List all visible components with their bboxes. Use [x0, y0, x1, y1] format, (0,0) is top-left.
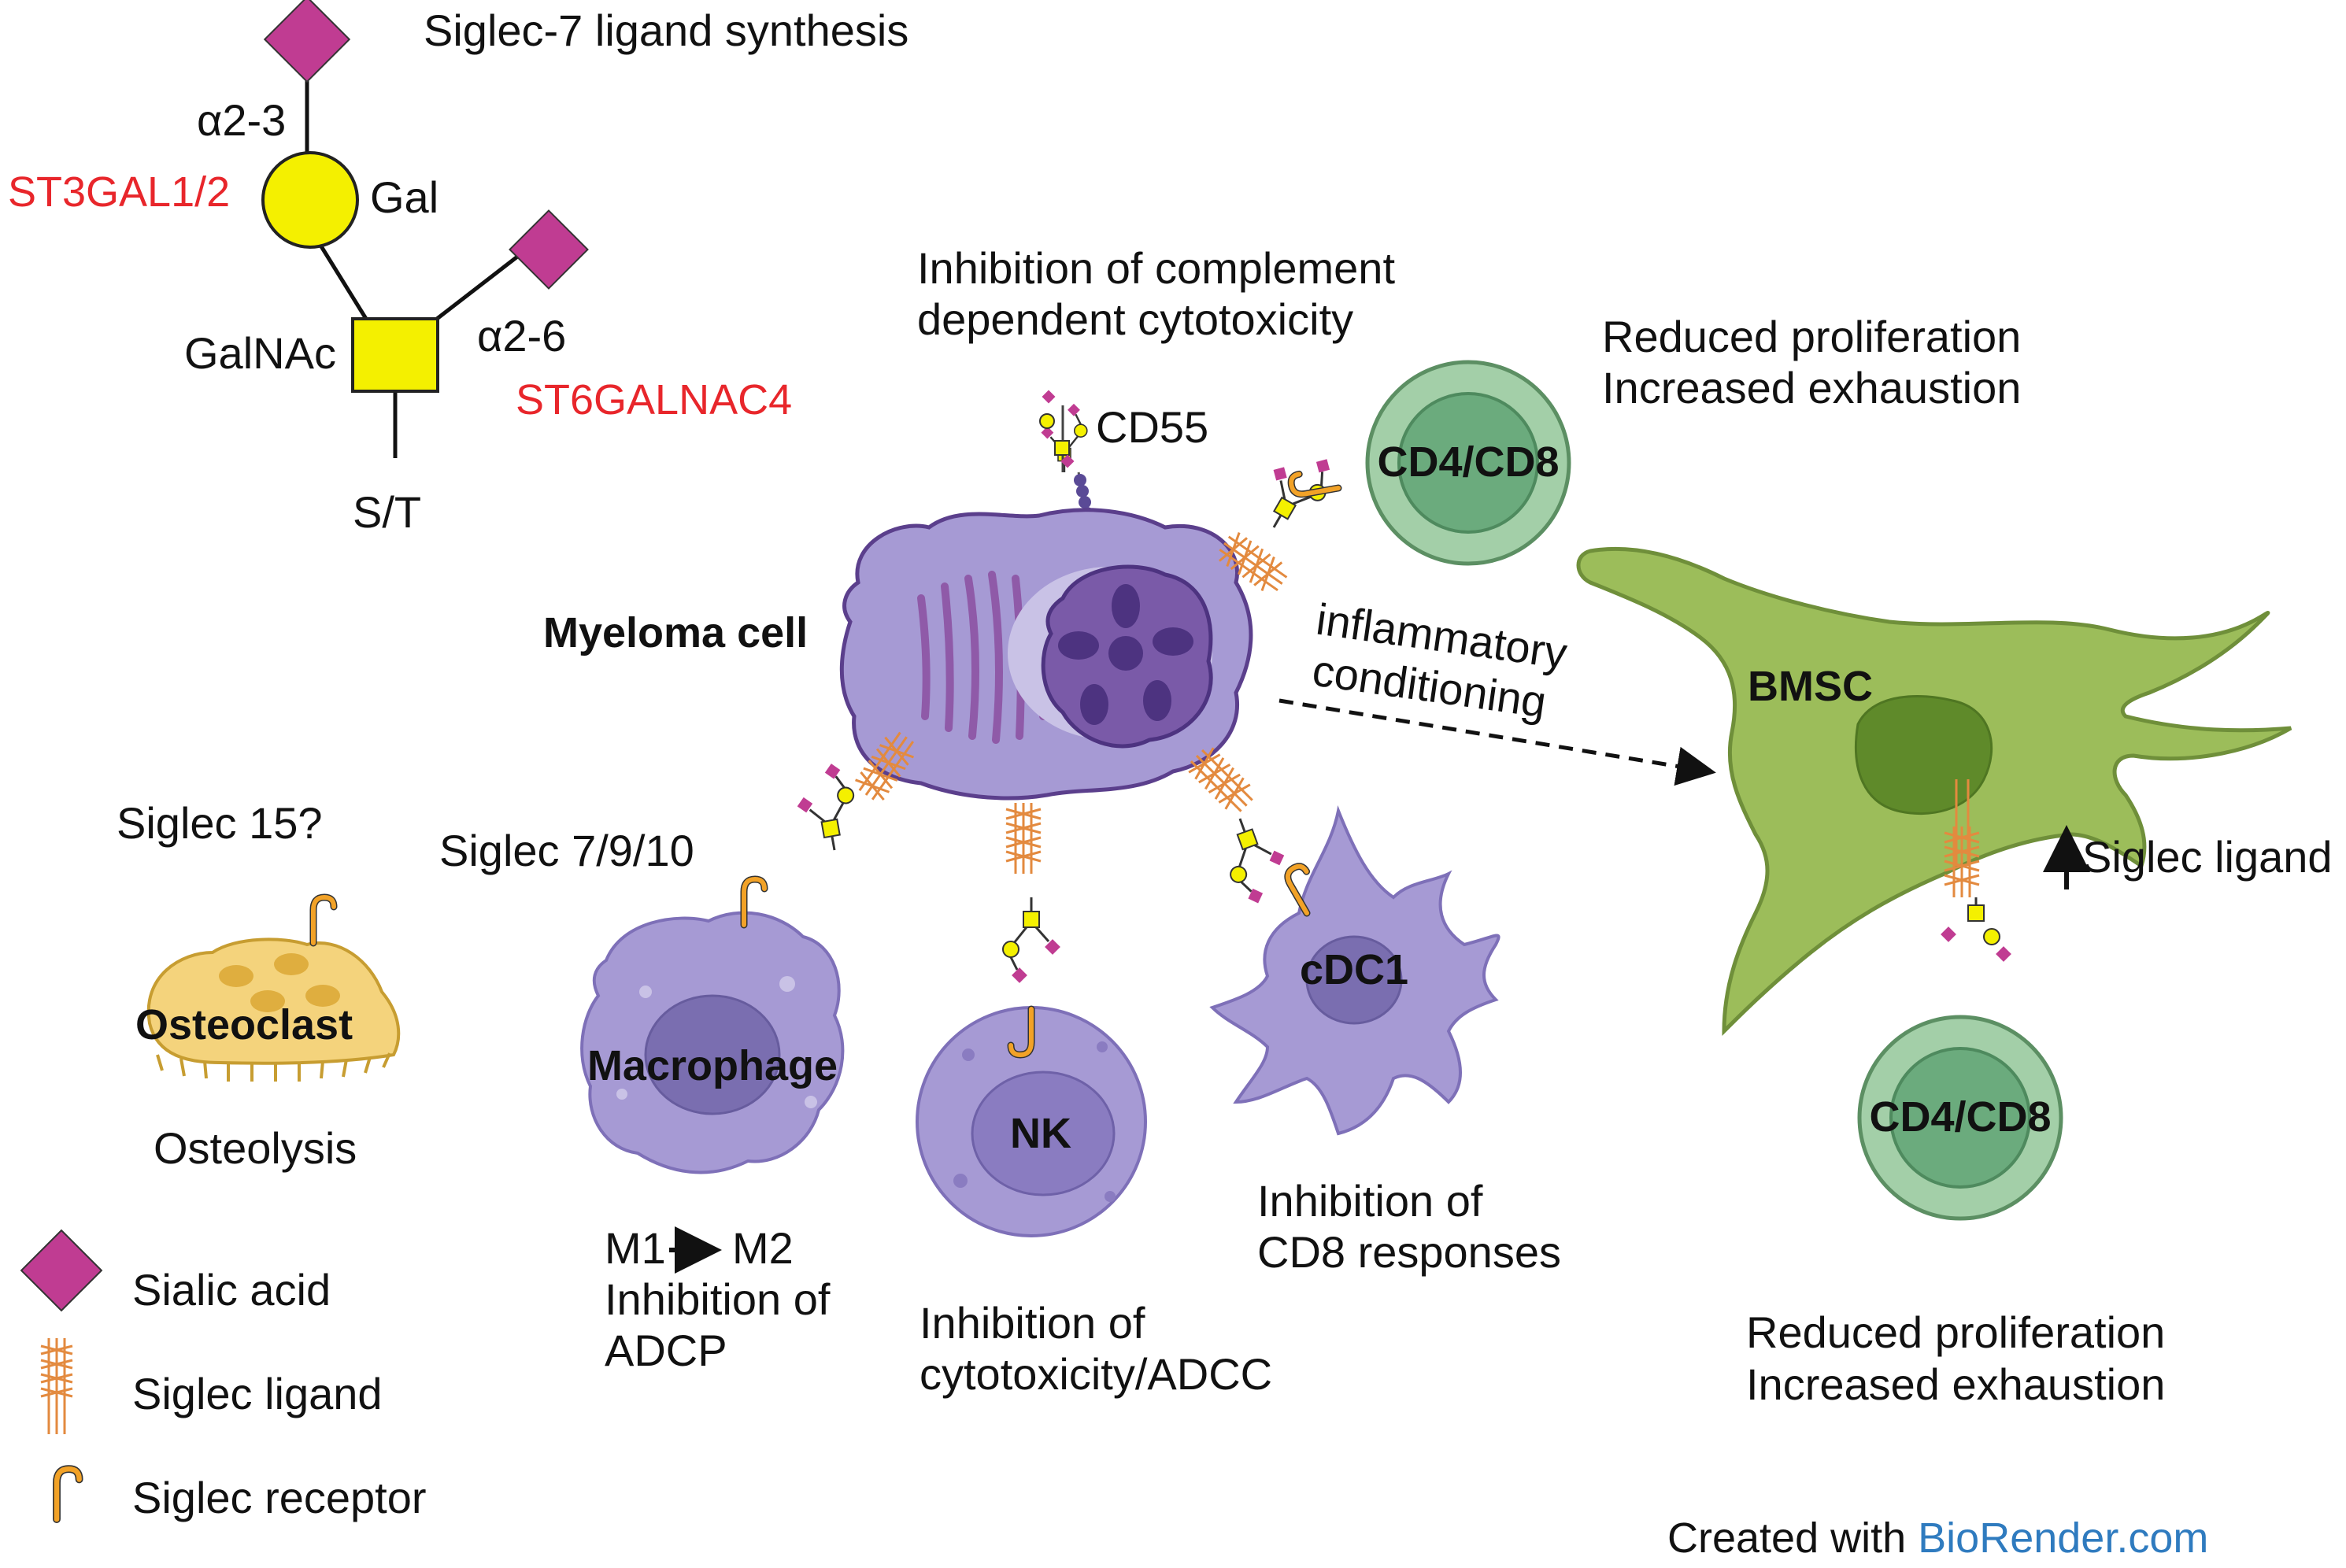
cdc1-glycan: [1212, 807, 1298, 911]
complement-line2: dependent cytotoxicity: [917, 294, 1353, 344]
cdc1-effect-2: CD8 responses: [1257, 1227, 1561, 1277]
legend-siglec-ligand: Siglec ligand: [132, 1369, 383, 1418]
osteoclast-label: Osteoclast: [135, 1001, 353, 1048]
legend-siglec-receptor: Siglec receptor: [132, 1473, 427, 1522]
bmsc-siglec-ligand-label: Siglec ligand: [2082, 832, 2333, 882]
macrophage-effect-2: ADCP: [605, 1326, 727, 1375]
complement-line1: Inhibition of complement: [917, 243, 1395, 293]
sialic-acid-top-glyph: [263, 0, 351, 83]
t-cell-bottom: [1857, 1015, 2063, 1221]
galnac-glyph: [351, 317, 439, 393]
t-cell-top-effect-1: Reduced proliferation: [1602, 312, 2021, 361]
nk-label: NK: [1010, 1110, 1071, 1157]
t-cell-top-interaction: [1247, 437, 1343, 543]
nk-effect-1: Inhibition of: [920, 1298, 1145, 1348]
macrophage-glycan: [790, 760, 864, 856]
sialic-acid-right-glyph: [509, 209, 589, 290]
glycan-structure: [261, 0, 589, 458]
osteoclast-cell: [146, 897, 401, 1082]
m1-label: M1: [605, 1223, 666, 1273]
cdc1-label: cDC1: [1300, 946, 1408, 993]
nk-cell: [916, 1008, 1147, 1237]
siglec-receptors-label: Siglec 7/9/10: [439, 826, 694, 875]
t-cell-bottom-label: CD4/CD8: [1869, 1093, 2051, 1141]
siglec15-question: Siglec 15?: [117, 798, 323, 848]
sialic-acid-legend-glyph: [20, 1229, 103, 1312]
m2-label: M2: [732, 1223, 794, 1273]
myeloma-cell: [839, 508, 1253, 801]
galactose-glyph: [261, 151, 359, 249]
bmsc-cell: [1576, 546, 2292, 1037]
macrophage-cell: [580, 879, 845, 1174]
myeloma-label: Myeloma cell: [543, 609, 808, 656]
macrophage-effect-1: Inhibition of: [605, 1274, 831, 1324]
bmsc-label: BMSC: [1748, 663, 1873, 710]
st6galnac4-enzyme: ST6GALNAC4: [516, 376, 792, 423]
nk-effect-2: cytotoxicity/ADCC: [920, 1349, 1272, 1399]
macrophage-label: Macrophage: [587, 1042, 838, 1089]
alpha-2-3-label: α2-3: [197, 95, 286, 145]
siglec-receptor-legend-glyph: [57, 1469, 80, 1519]
t-cell-top: [1365, 360, 1571, 566]
legend: Sialic acid Siglec ligand Siglec recepto…: [20, 1229, 427, 1522]
cd55-glycoprotein: [1039, 390, 1093, 520]
t-cell-top-label: CD4/CD8: [1377, 438, 1559, 486]
serine-threonine-label: S/T: [353, 487, 421, 537]
siglec-ligand-legend-glyph: [40, 1338, 73, 1434]
biorender-link[interactable]: BioRender.com: [1918, 1514, 2208, 1562]
osteolysis-label: Osteolysis: [154, 1123, 357, 1173]
nk-glycan: [1001, 896, 1062, 985]
alpha-2-6-label: α2-6: [477, 311, 566, 361]
inflammatory-arrow: [1278, 698, 1716, 786]
glycan-title: Siglec-7 ligand synthesis: [424, 6, 908, 55]
bmsc-siglec-interaction: [1941, 779, 2011, 1069]
t-cell-top-effect-2: Increased exhaustion: [1602, 363, 2021, 412]
cd55-label: CD55: [1096, 402, 1208, 452]
st3gal-enzyme: ST3GAL1/2: [8, 168, 230, 216]
galnac-label: GalNAc: [184, 328, 336, 378]
t-cell-bottom-effect-1: Reduced proliferation: [1746, 1307, 2165, 1357]
gal-label: Gal: [370, 172, 438, 222]
cdc1-cell: [1209, 805, 1500, 1136]
credit-text: Created with BioRender.com: [1667, 1514, 2208, 1562]
legend-sialic-acid: Sialic acid: [132, 1265, 331, 1315]
cdc1-effect-1: Inhibition of: [1257, 1176, 1483, 1226]
credit-prefix: Created with: [1667, 1514, 1918, 1562]
t-cell-bottom-effect-2: Increased exhaustion: [1746, 1359, 2165, 1409]
